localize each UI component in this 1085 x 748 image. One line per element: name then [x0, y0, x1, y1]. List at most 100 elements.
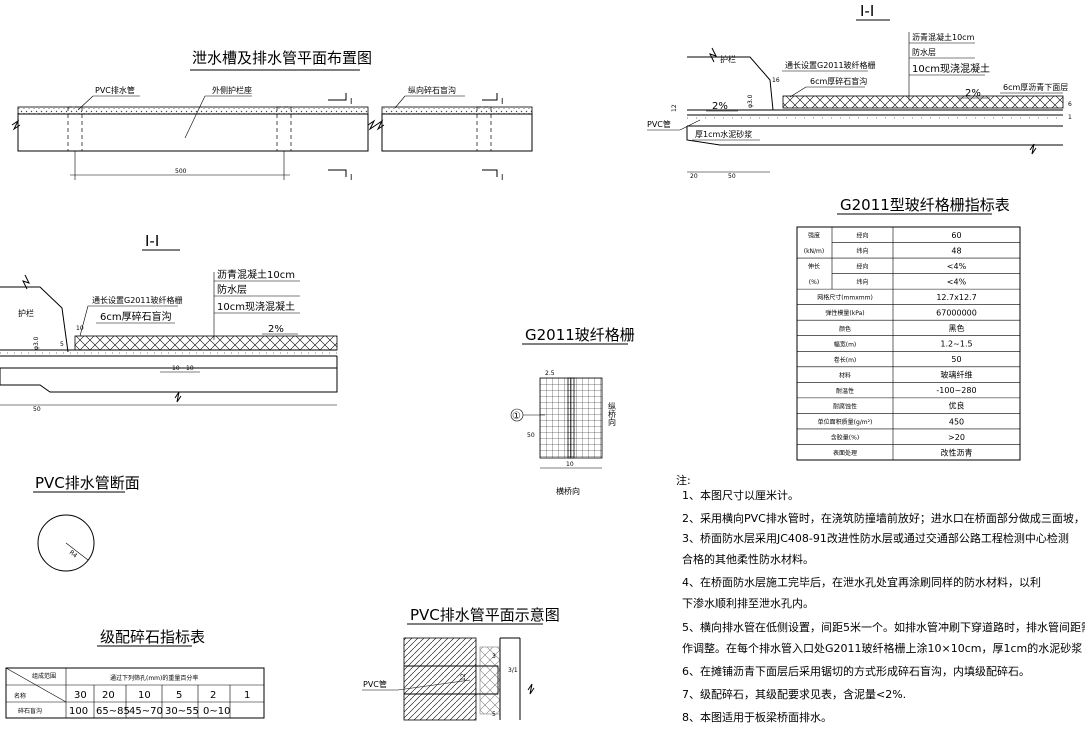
spec-row-value: 48: [951, 246, 961, 255]
notes: 注: 1、本图尺寸以厘米计。 2、采用横向PVC排水管时，在浇筑防撞墙前放好；进…: [676, 473, 1085, 724]
section-left-dim-10c: 10: [76, 325, 84, 332]
spec-row-value: 玻璃纤维: [941, 370, 973, 380]
section-right-dim-phi: φ3.0: [747, 94, 754, 108]
spec-table-title: G2011型玻纤格栅指标表: [840, 196, 1010, 214]
gravel-sieve-4: 2: [210, 690, 216, 701]
pipe-plan-dim-a: 3: [492, 653, 496, 660]
section-right: I-I 护栏 20 50 沥青混凝土10cm 防水层 10cm现浇混凝土 通长设…: [647, 2, 1072, 180]
section-left-concrete: 10cm现浇混凝土: [217, 300, 295, 313]
note-line-10: 8、本图适用于板梁桥面排水。: [682, 710, 832, 724]
spec-row-value: <4%: [947, 277, 967, 286]
spec-row-value: 黑色: [949, 323, 965, 333]
note-line-6: 5、横向排水管在低侧设置，间距5米一个。如排水管冲刷下穿道路时，排水管间距需: [682, 620, 1085, 634]
section-left-dim-5: 5: [60, 341, 64, 348]
spec-row-label: 网格尺寸(mmxmm): [817, 294, 873, 302]
spec-row-value: 1.2~1.5: [940, 340, 972, 349]
section-right-slope-a: 2%: [712, 101, 728, 112]
note-line-2: 3、桥面防水层采用JC408-91改进性防水层或通过交通部公路工程检测中心检测: [682, 531, 1069, 545]
geogrid-dim-50: 50: [527, 432, 535, 439]
plan-sec-mark-d: I: [501, 173, 503, 182]
spec-row-value: <4%: [947, 262, 967, 271]
geogrid-side-label: 纵桥向: [608, 402, 617, 426]
section-right-asphalt-low: 6cm厚沥青下面层: [1003, 82, 1068, 92]
gravel-table-h-range: 组成范围: [32, 672, 56, 680]
plan-sec-mark-c: I: [501, 97, 503, 106]
plan-sec-mark-b: I: [350, 173, 352, 182]
spec-row-value: 12.7x12.7: [936, 293, 976, 302]
section-right-gravel: 6cm厚碎石盲沟: [810, 76, 867, 86]
section-right-pvc: PVC管: [647, 119, 671, 129]
spec-row-label: 伸长: [808, 263, 820, 271]
spec-row-label: (%): [809, 279, 819, 286]
spec-row-sublabel: 纬向: [856, 278, 868, 286]
notes-head: 注:: [676, 473, 691, 487]
pipe-plan-dim-b: 12: [460, 673, 467, 681]
section-right-geogrid: 通长设置G2011玻纤格栅: [785, 60, 876, 70]
geogrid-dim-10: 10: [566, 461, 574, 468]
plan-view: 泄水槽及排水管平面布置图 500 PVC排水管 外侧护栏座 纵向碎石盲沟 I: [11, 49, 533, 182]
pipe-plan-dim-c: 3/1: [508, 667, 518, 674]
note-line-7: 作调整。在每个排水管入口处G2011玻纤格栅上涂10×10cm，厚1cm的水泥砂…: [682, 641, 1082, 655]
section-right-dim-20: 20: [690, 173, 698, 180]
pipe-title: PVC排水管断面: [35, 474, 140, 492]
spec-row-label: (kN/m): [804, 248, 825, 255]
geogrid-title: G2011玻纤格栅: [525, 326, 635, 344]
spec-row-value: 60: [951, 231, 961, 240]
spec-row-label: 颜色: [839, 325, 851, 333]
spec-row-value: 450: [949, 417, 964, 426]
spec-row-label: 含胶量(%): [831, 433, 859, 441]
gravel-sieve-0: 30: [74, 690, 87, 701]
section-left-dim-10a: 10: [172, 365, 180, 372]
spec-row-value: 50: [951, 355, 961, 364]
note-line-0: 1、本图尺寸以厘米计。: [682, 488, 799, 502]
section-right-asphalt: 沥青混凝土10cm: [912, 32, 975, 42]
note-line-4: 4、在桥面防水层施工完毕后，在泄水孔处宜再涂刷同样的防水材料，以利: [682, 575, 1041, 589]
gravel-value-1: 65~85: [96, 706, 130, 717]
pipe-dim: R4: [68, 549, 79, 560]
section-left-dim-10b: 10: [186, 365, 194, 372]
section-left-waterproof: 防水层: [217, 283, 247, 296]
section-right-slope-b: 2%: [965, 88, 981, 99]
spec-row-value: 优良: [949, 401, 965, 411]
section-right-concrete: 10cm现浇混凝土: [912, 62, 990, 75]
section-left-title: I-I: [145, 232, 159, 250]
spec-row-label: 幅宽(m): [834, 340, 857, 348]
spec-row-sublabel: 纬向: [856, 247, 868, 255]
pipe-plan-dim-d: 5: [492, 711, 496, 718]
section-left-gravel: 6cm厚碎石盲沟: [100, 310, 172, 323]
plan-pvc-label: PVC排水管: [95, 85, 135, 95]
section-right-waterproof: 防水层: [912, 47, 936, 57]
section-right-dim-16: 16: [772, 77, 780, 84]
spec-row-sublabel: 经向: [856, 263, 868, 271]
section-right-title: I-I: [860, 2, 874, 20]
note-line-9: 7、级配碎石，其级配要求见表，含泥量<2%.: [682, 687, 906, 701]
gravel-value-3: 30~55: [165, 706, 199, 717]
spec-row-sublabel: 经向: [856, 232, 868, 240]
plan-dim-500: 500: [175, 168, 187, 175]
gravel-value-4: 0~10: [203, 706, 230, 717]
section-left: I-I 护栏 50 10 10 沥青混凝土10cm 防水层 10cm现浇混凝土 …: [0, 232, 338, 413]
plan-rail-label: 外侧护栏座: [212, 85, 252, 95]
gravel-table-title: 级配碎石指标表: [100, 628, 205, 646]
gravel-sieve-2: 10: [138, 690, 151, 701]
spec-row-label: 强度: [808, 232, 820, 240]
pipe-plan: PVC排水管平面示意图 PVC管 3 12 3/1 5: [362, 606, 560, 721]
gravel-table-h-pass: 通过下列筛孔(mm)的重量百分率: [110, 674, 198, 682]
plan-title: 泄水槽及排水管平面布置图: [192, 49, 372, 67]
geogrid-dim-25: 2.5: [545, 370, 555, 377]
section-left-asphalt: 沥青混凝土10cm: [217, 268, 295, 281]
note-line-5: 下渗水顺利排至泄水孔内。: [682, 596, 814, 610]
geogrid-marker: ①: [512, 411, 521, 422]
section-left-dim-phi: φ3.0: [33, 336, 40, 350]
section-right-dim-6: 6: [1068, 101, 1072, 108]
note-line-8: 6、在摊铺沥青下面层后采用锯切的方式形成碎石盲沟，内填级配碎石。: [682, 664, 1030, 678]
spec-row-label: 耐温性: [836, 387, 854, 395]
note-line-1: 2、采用横向PVC排水管时，在浇筑防撞墙前放好；进水口在桥面部分做成三面坡，以利: [682, 511, 1085, 525]
note-line-3: 合格的其他柔性防水材料。: [682, 552, 814, 566]
spec-row-label: 耐腐蚀性: [833, 402, 857, 410]
spec-row-value: >20: [948, 433, 965, 442]
gravel-sieve-5: 1: [244, 690, 250, 701]
spec-row-label: 单位面积质量(g/m²): [818, 418, 873, 426]
